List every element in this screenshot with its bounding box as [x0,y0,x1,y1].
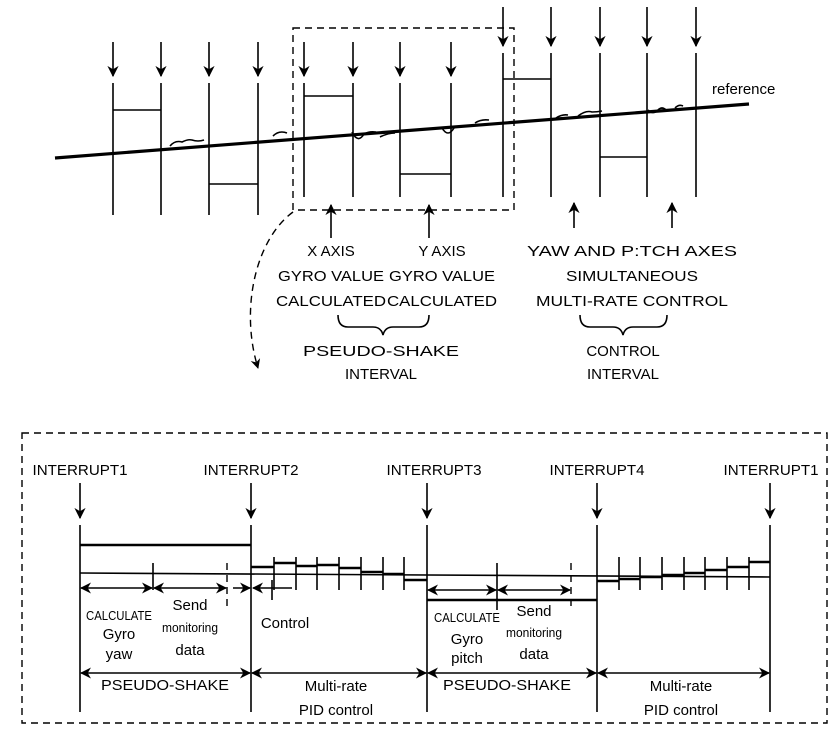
control-label: Control [261,615,309,632]
calculate-gyro-pitch-label: CALCULATE [434,610,500,625]
phase-label-pseudo-shake: PSEUDO-SHAKE [443,677,571,694]
x-axis-label: GYRO VALUE [278,268,384,285]
calculate-gyro-yaw-label: CALCULATE [86,608,152,623]
zoom-callout-arrow [249,211,294,369]
y-axis-label: Y AXIS [418,243,465,260]
pseudo-shake-brace [337,314,430,336]
yaw-pitch-label: MULTI-RATE CONTROL [536,293,728,310]
x-axis-label: CALCULATED [276,293,386,310]
top-sampling-lines [107,7,702,215]
calculate-gyro-yaw-label: Gyro [103,626,136,643]
calculate-gyro-pitch-label: pitch [451,650,483,667]
control-interval-label: CONTROL [586,343,659,360]
interrupt-label: INTERRUPT2 [204,462,299,479]
phase-label-pid: Multi-rate [650,678,713,695]
interrupt-markers [74,483,776,712]
phase-label-pseudo-shake: PSEUDO-SHAKE [101,677,229,694]
expanded-detail-box [21,432,828,724]
calculate-gyro-yaw-label: yaw [106,646,133,663]
yaw-pitch-label: SIMULTANEOUS [566,268,698,285]
send-monitoring-data-label: data [519,646,549,663]
send-monitoring-data-label: Send [516,603,551,620]
reference-line [54,102,750,160]
calculate-gyro-pitch-label: Gyro [451,631,484,648]
yaw-pitch-label: YAW AND P:TCH AXES [527,243,737,260]
interrupt-label: INTERRUPT3 [387,462,482,479]
phase-label-pid: Multi-rate [305,678,368,695]
send-monitoring-data-label: data [175,642,205,659]
gyro-noise [169,104,684,147]
interrupt-label: INTERRUPT1 [33,462,128,479]
control-steps [251,557,770,590]
send-monitoring-data-label: monitoring [162,620,218,635]
interrupt-label: INTERRUPT4 [550,462,645,479]
y-axis-label: GYRO VALUE [389,268,495,285]
pseudo-shake-interval-label: PSEUDO-SHAKE [303,343,459,360]
zoom-region-box [292,27,515,211]
send-monitoring-data-label: monitoring [506,625,562,640]
sub-interval-arrows [79,563,771,679]
y-axis-label: CALCULATED [387,293,497,310]
control-interval-label: INTERVAL [587,366,659,383]
pseudo-shake-interval-label: INTERVAL [345,366,417,383]
phase-label-pid: PID control [299,702,373,719]
phase-label-pid: PID control [644,702,718,719]
control-brace [579,314,668,336]
send-monitoring-data-label: Send [172,597,207,614]
interrupt-label: INTERRUPT1 [724,462,819,479]
reference-label: reference [712,81,775,98]
x-axis-label: X AXIS [307,243,355,260]
